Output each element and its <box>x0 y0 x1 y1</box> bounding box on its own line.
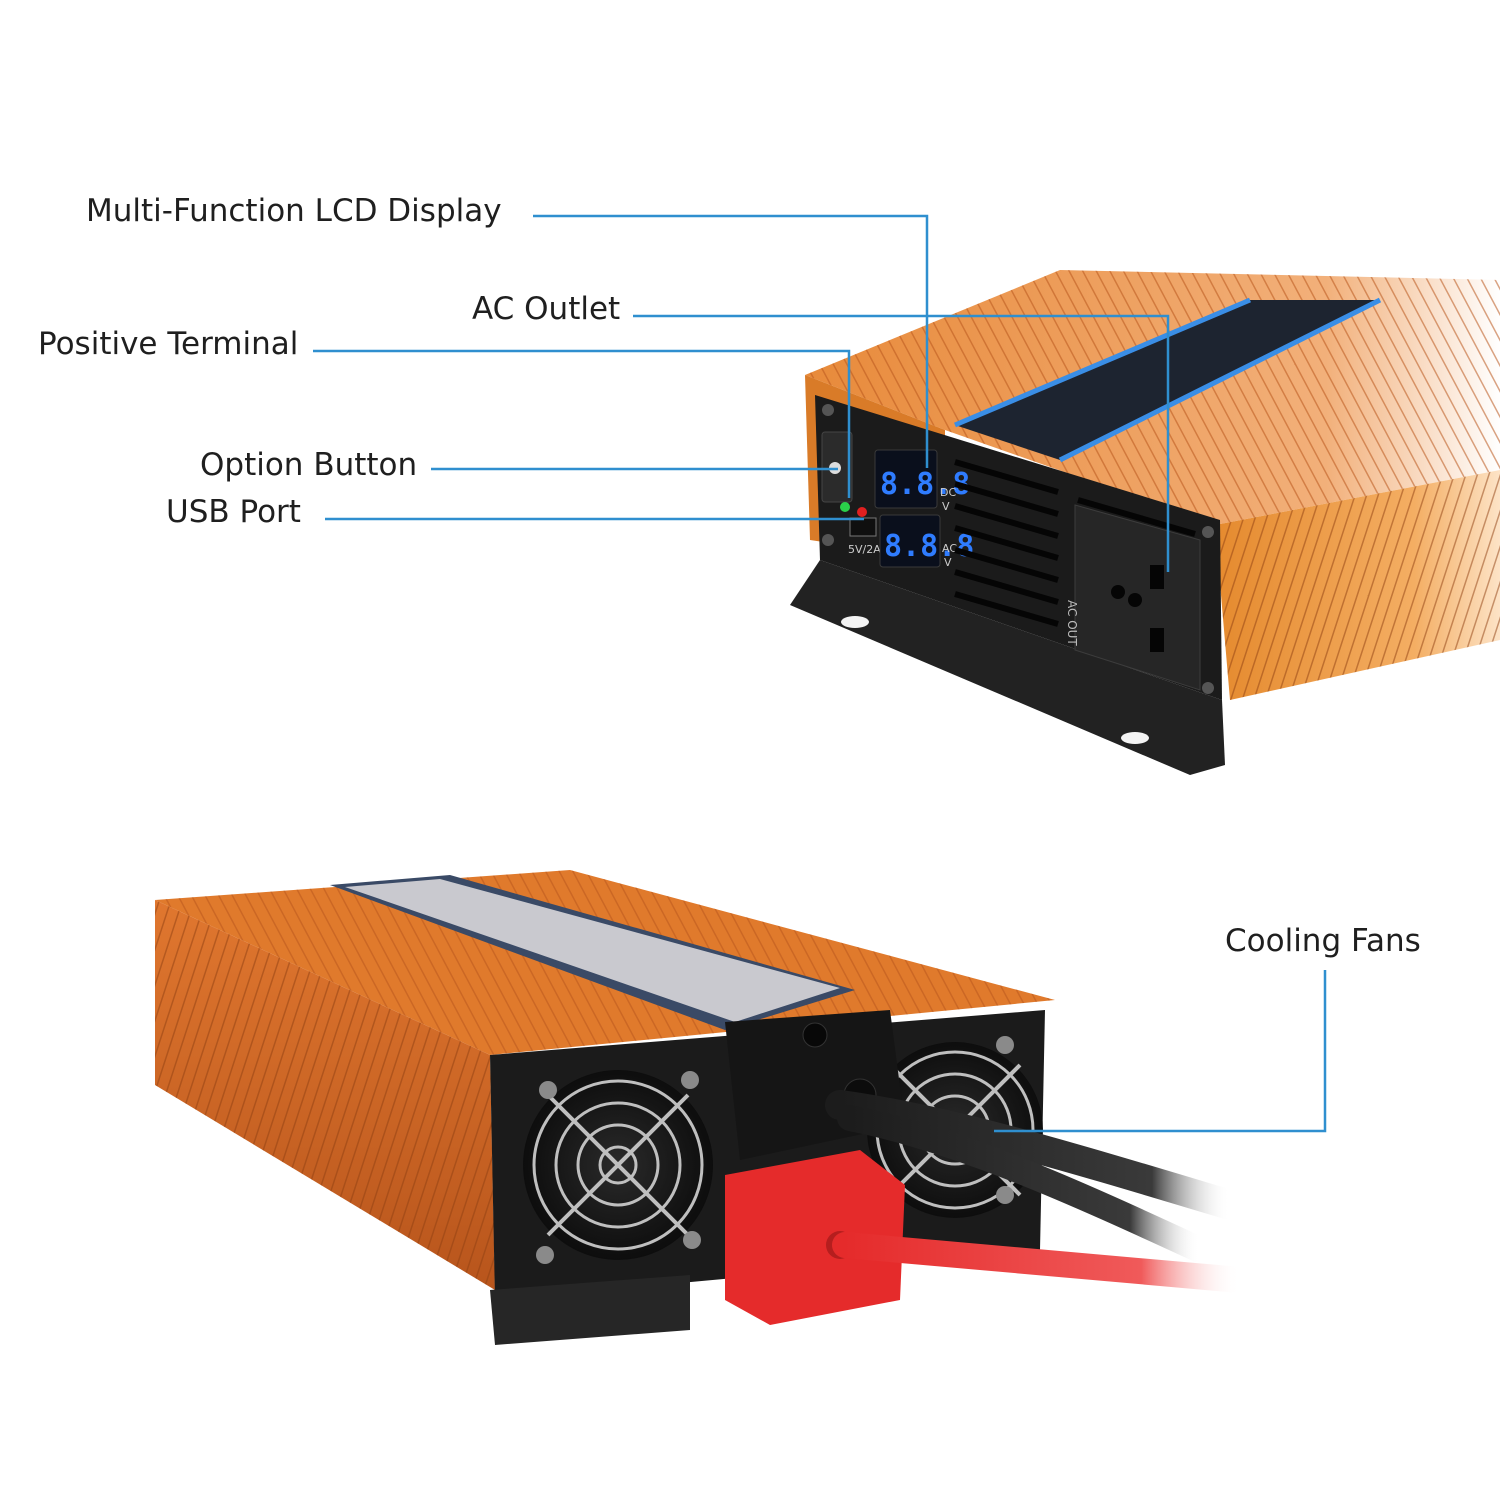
outlet-slot-icon <box>1150 565 1164 589</box>
fan-screw-icon <box>536 1246 554 1264</box>
screw-icon <box>822 534 834 546</box>
negative-cable <box>825 1090 1245 1220</box>
callout-line-ac-outlet <box>633 314 1170 572</box>
usb-rating-label: 5V/2A <box>848 543 881 556</box>
terminal-knob <box>802 1022 828 1048</box>
positive-terminal-cover <box>725 1150 905 1325</box>
bottom-bracket <box>490 1275 690 1345</box>
bottom-inverter <box>155 870 1253 1345</box>
ac-volt-label: V <box>944 556 952 569</box>
callout-usb-port: USB Port <box>166 494 301 530</box>
top-inverter: 5V/2A 8.8.8 DC V 8.8.8 AC V AC OUT <box>790 270 1500 775</box>
fan-screw-icon <box>539 1081 557 1099</box>
fan-screw-icon <box>996 1186 1014 1204</box>
dc-unit-label: DC <box>940 486 956 499</box>
callout-line-positive-terminal <box>313 349 851 498</box>
bracket-hole-right <box>1121 732 1149 744</box>
callout-line-lcd <box>533 214 929 468</box>
callout-ac-outlet: AC Outlet <box>472 291 621 327</box>
bottom-side-fins <box>155 900 495 1290</box>
lcd-display-ac <box>879 514 941 568</box>
band-edge-left <box>954 297 1251 428</box>
callout-lcd-display: Multi-Function LCD Display <box>86 193 502 229</box>
side-fin-texture <box>1215 470 1500 700</box>
red-led <box>857 507 867 517</box>
lcd-display-dc <box>874 449 938 509</box>
dc-volt-label: V <box>942 500 950 513</box>
callout-option-button: Option Button <box>200 447 418 483</box>
callout-positive-terminal: Positive Terminal <box>38 326 299 362</box>
callout-lines <box>313 214 1327 1133</box>
band-edge-right <box>1058 297 1382 463</box>
usb-port <box>849 517 877 537</box>
screw-icon <box>1202 682 1214 694</box>
outlet-hole-icon <box>1128 593 1142 607</box>
cooling-fan-left <box>523 1070 713 1264</box>
callout-line-cooling-fans <box>994 970 1327 1133</box>
ac-out-label: AC OUT <box>1065 600 1079 646</box>
positive-cable <box>832 1232 1253 1293</box>
fan-screw-icon <box>681 1071 699 1089</box>
screw-icon <box>1202 526 1214 538</box>
bracket-hole-left <box>841 616 869 628</box>
bottom-label-plate <box>345 879 840 1022</box>
ac-unit-label: AC <box>942 542 957 555</box>
screw-icon <box>822 404 834 416</box>
outlet-hole-icon <box>1111 585 1125 599</box>
green-led <box>840 502 850 512</box>
callout-cooling-fans: Cooling Fans <box>1225 923 1421 959</box>
lcd-ac-value: 8.8.8 <box>884 529 974 564</box>
negative-cable-2 <box>837 1105 1213 1263</box>
fan-screw-icon <box>683 1231 701 1249</box>
mounting-bracket <box>790 560 1225 775</box>
outlet-slot-icon <box>1150 628 1164 652</box>
vent-slots <box>954 459 1196 627</box>
fan-screw-icon <box>996 1036 1014 1054</box>
